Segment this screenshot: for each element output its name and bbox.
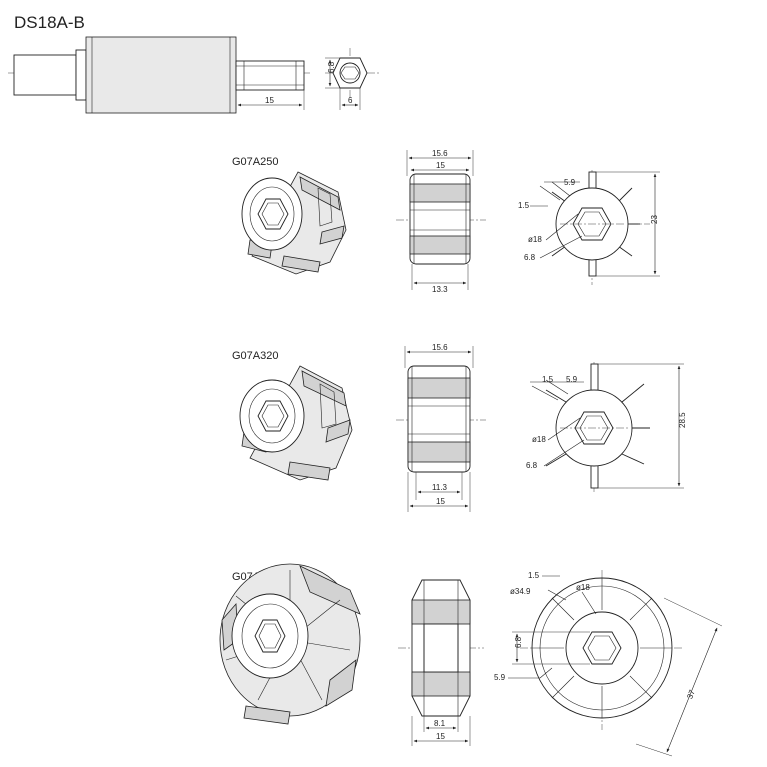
adapter-2-hex-dim: 6.8 (526, 461, 538, 470)
adapter-1-height-dim: 23 (650, 215, 659, 224)
adapter-1-bore-dim: ø18 (528, 235, 542, 244)
adapter-3-iso-view (219, 563, 361, 725)
adapter-1-slot-dim: 5.9 (564, 178, 576, 187)
adapter-2-height-dim: 28.5 (678, 412, 687, 428)
adapter-1-outer-width-dim: 15.6 (432, 149, 448, 158)
adapter-1-inner-width-dim: 15 (436, 161, 445, 170)
motor-end-view: 6.8 6 (325, 48, 380, 110)
adapter-1-side-view: 15.6 15 13.3 (396, 149, 486, 294)
adapter-3-diagonal-dim: 37 (685, 688, 697, 700)
adapter-3-bore-dim: ø18 (576, 583, 590, 592)
adapter-2-bottom-width-dim: 15 (436, 497, 445, 506)
adapter-2-rib-dim: 1.5 (542, 375, 554, 384)
adapter-2-side-view: 15.6 11.3 15 (396, 343, 486, 512)
motor-side-view: 15 (8, 36, 312, 114)
adapter-2-front-view: 28.5 1.5 5.9 ø18 6.8 (526, 362, 687, 492)
page-title: DS18A-B (14, 13, 85, 32)
adapter-1-iso-view (241, 171, 347, 275)
adapter-2-iso-view (239, 365, 353, 481)
adapter-2-outer-width-dim: 15.6 (432, 343, 448, 352)
adapter-1-rib-dim: 1.5 (518, 201, 530, 210)
adapter-3-rib-dim: 1.5 (528, 571, 540, 580)
adapter-2-slot-dim: 5.9 (566, 375, 578, 384)
adapter-3-front-view: 6.8 1.5 ø34.9 ø18 5.9 37 (494, 570, 723, 757)
adapter-3-bottom-width-dim: 15 (436, 732, 445, 741)
adapter-2-model: G07A320 (232, 350, 278, 362)
motor-hex-height-dim: 6.8 (327, 61, 336, 73)
adapter-1-front-view: 23 5.9 1.5 ø18 6.8 (518, 170, 660, 285)
adapter-1-model: G07A250 (232, 156, 278, 168)
adapter-3-hex-dim: 6.8 (514, 636, 523, 648)
adapter-1-bottom-width-dim: 13.3 (432, 285, 448, 294)
adapter-3-middle-width-dim: 8.1 (434, 719, 446, 728)
adapter-1-hex-dim: 6.8 (524, 253, 536, 262)
adapter-3-side-view: 8.1 15 (398, 579, 484, 746)
adapter-2-bore-dim: ø18 (532, 435, 546, 444)
shaft-length-dim: 15 (265, 96, 274, 105)
adapter-3-outer-dia-dim: ø34.9 (510, 587, 531, 596)
adapter-3-slot-dim: 5.9 (494, 673, 506, 682)
motor-hex-width-dim: 6 (348, 96, 353, 105)
adapter-2-bottom-inner-dim: 11.3 (432, 483, 448, 492)
